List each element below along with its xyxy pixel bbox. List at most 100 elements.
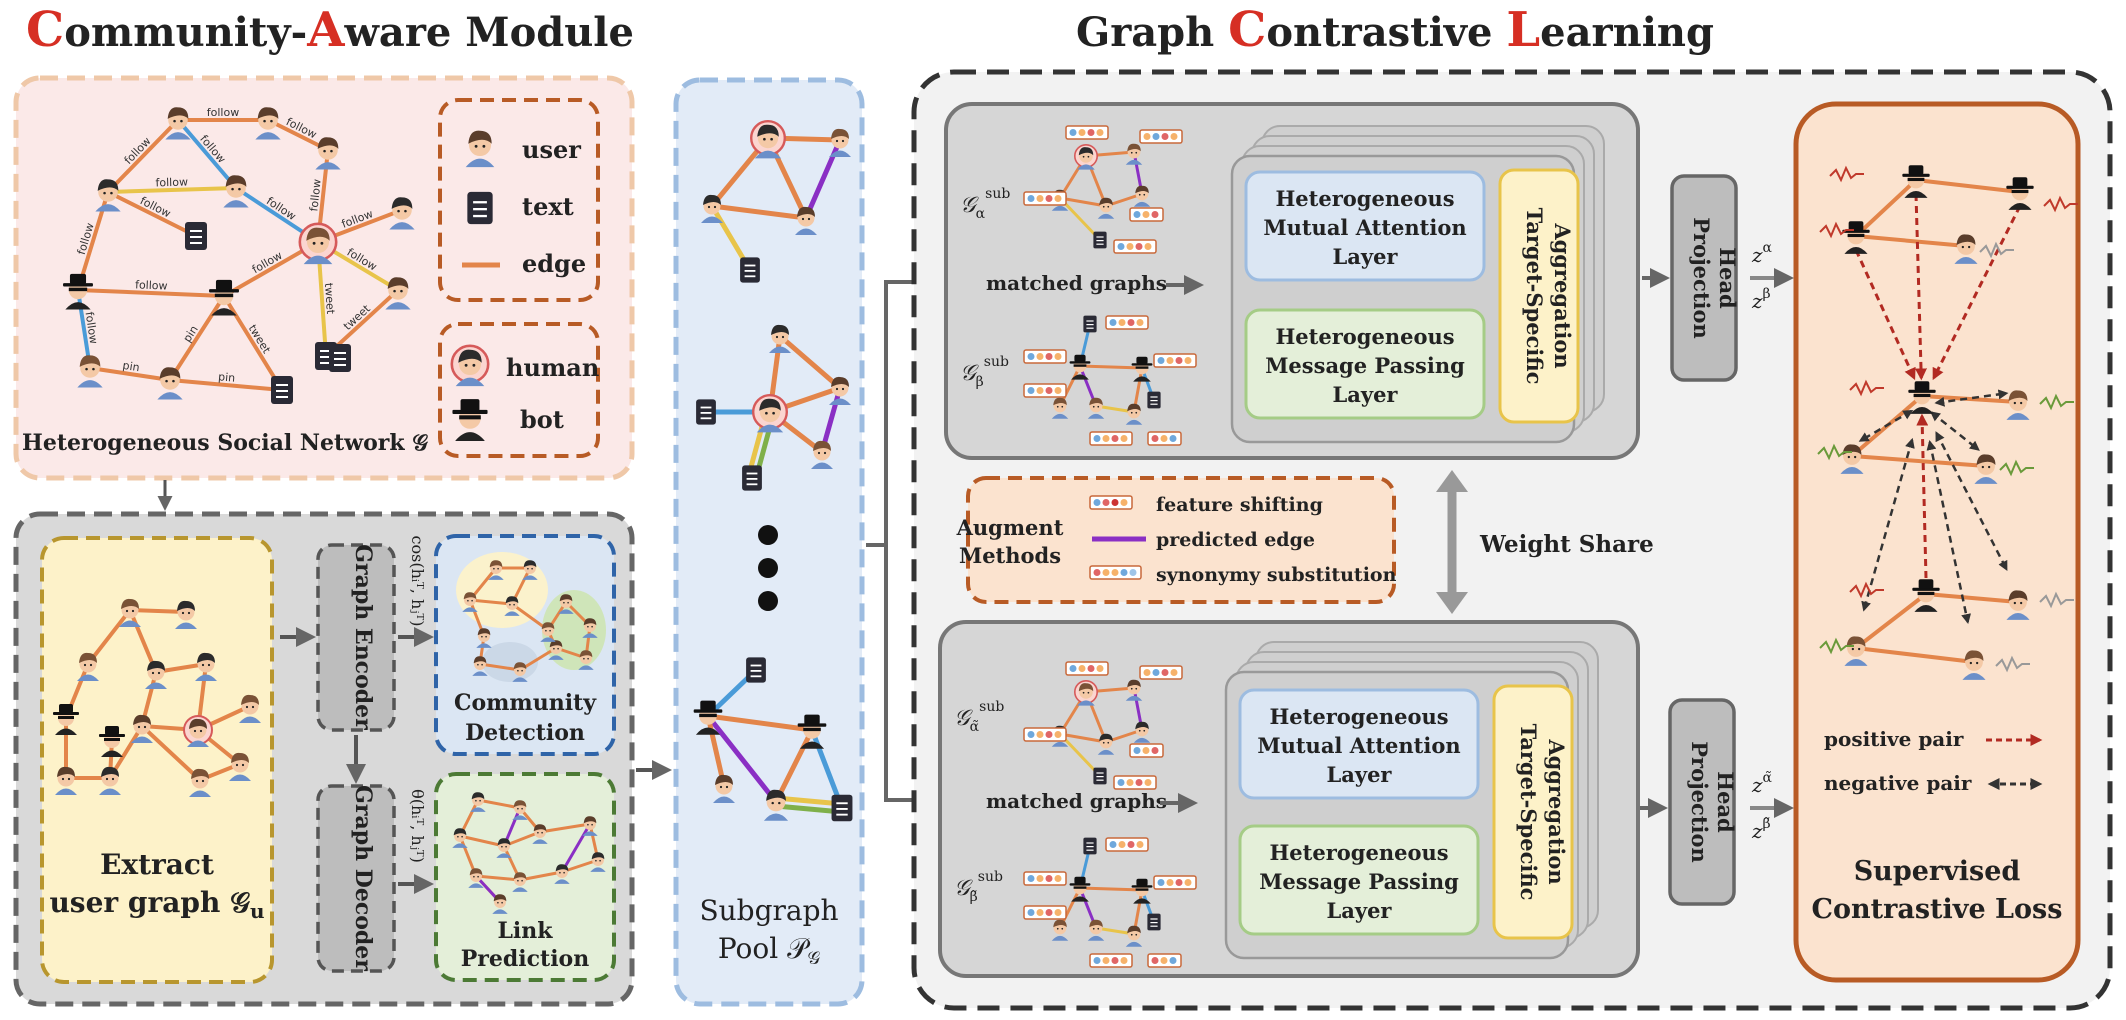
user-icon bbox=[701, 194, 723, 223]
user-icon bbox=[165, 107, 191, 140]
user-icon bbox=[1125, 403, 1143, 425]
noise-mark bbox=[1819, 221, 1854, 239]
bottom-matched-graphs: matched graphs bbox=[986, 789, 1167, 813]
weight-share-label: Weight Share bbox=[1479, 531, 1654, 558]
feature-vector-icon bbox=[1153, 353, 1197, 368]
top-z-beta: zβ bbox=[1751, 286, 1771, 313]
negative-pair-arrow bbox=[1858, 409, 1914, 442]
ellipsis-dot bbox=[758, 525, 778, 545]
user-icon bbox=[1097, 197, 1115, 219]
user-icon bbox=[750, 119, 787, 159]
user-icon bbox=[582, 816, 598, 836]
bot-icon bbox=[63, 273, 93, 310]
top-aggregation-block bbox=[1498, 168, 1580, 424]
user-icon bbox=[488, 560, 504, 580]
graph-edge bbox=[476, 798, 522, 810]
graph-edge bbox=[1058, 732, 1102, 778]
legend-account-types bbox=[438, 322, 600, 458]
graph-contrastive-learning-title: Graph Contrastive Learning bbox=[1076, 2, 1714, 58]
user-icon bbox=[145, 660, 167, 689]
top-message-passing-line2: Message Passing bbox=[1265, 353, 1465, 378]
graph-edge bbox=[168, 294, 226, 382]
bottom-z-beta: zβ̃ bbox=[1751, 816, 1771, 843]
noise-mark bbox=[2039, 591, 2074, 609]
user-icon bbox=[298, 222, 338, 265]
user-icon bbox=[1051, 397, 1069, 419]
user-icon bbox=[95, 179, 121, 212]
graph-edge bbox=[176, 118, 238, 190]
text-doc-icon bbox=[740, 257, 760, 283]
noise-mark bbox=[2039, 393, 2074, 411]
text-doc-icon bbox=[185, 222, 207, 250]
user-icon bbox=[465, 130, 495, 168]
feature-vector-icon bbox=[1105, 315, 1149, 330]
graph-encoder-box bbox=[316, 543, 396, 732]
user-icon bbox=[189, 768, 211, 797]
user-icon bbox=[1844, 636, 1868, 666]
user-icon bbox=[540, 622, 556, 642]
feature-vector-icon bbox=[1089, 431, 1133, 446]
top-mutual-attention-line3: Layer bbox=[1333, 244, 1399, 269]
user-icon bbox=[752, 394, 789, 433]
graph-edge bbox=[1854, 646, 1976, 664]
user-icon bbox=[468, 868, 484, 888]
feature-vector-icon bbox=[1065, 125, 1109, 140]
graph-edge bbox=[1078, 364, 1144, 370]
top-matched-graphs: matched graphs bbox=[986, 271, 1167, 295]
noise-mark bbox=[1995, 655, 2030, 673]
noise-mark bbox=[1999, 459, 2034, 477]
graph-edge bbox=[773, 795, 845, 807]
user-icon bbox=[763, 789, 789, 821]
feature-shifting-icon bbox=[1089, 495, 1133, 510]
text-doc-icon bbox=[1083, 315, 1097, 333]
methods-label: Methods bbox=[959, 543, 1061, 568]
supervised-label: Supervised bbox=[1854, 856, 2021, 887]
feature-vector-icon bbox=[1023, 383, 1067, 398]
text-doc-icon bbox=[1147, 913, 1161, 931]
graph-edge bbox=[106, 118, 180, 194]
graph-edge bbox=[819, 385, 843, 455]
feature-vector-icon bbox=[1023, 349, 1067, 364]
user-icon bbox=[1051, 919, 1069, 941]
user-icon bbox=[1087, 397, 1105, 419]
user-icon bbox=[1097, 733, 1115, 755]
feature-vector-icon bbox=[1023, 727, 1067, 742]
graph-edge bbox=[705, 713, 727, 789]
bot-icon bbox=[1902, 165, 1930, 198]
user-icon bbox=[578, 650, 594, 670]
link-graph bbox=[452, 792, 606, 914]
feature-shifting-icon bbox=[1089, 495, 1133, 510]
text-doc-icon bbox=[1083, 837, 1097, 855]
noise-mark bbox=[1819, 637, 1854, 655]
user-icon bbox=[255, 107, 281, 140]
top-projection-line2: Head bbox=[1715, 247, 1740, 309]
user-icon bbox=[1954, 234, 1978, 264]
legend-edge-label: edge bbox=[522, 249, 586, 278]
noise-mark bbox=[1849, 581, 1884, 599]
negative-pair-label: negative pair bbox=[1824, 771, 1972, 795]
positive-pair-arrow bbox=[1932, 205, 2022, 381]
edge-label: follow bbox=[155, 176, 188, 190]
user-icon bbox=[465, 130, 495, 168]
top-message-passing-line1: Heterogeneous bbox=[1275, 324, 1454, 349]
graph-edge bbox=[474, 874, 522, 882]
top-aggregation-line2: Aggregation bbox=[1550, 222, 1575, 368]
extract-label: Extract bbox=[100, 848, 214, 881]
graph-edge bbox=[106, 186, 238, 194]
bot-icon bbox=[693, 700, 723, 735]
bot-icon bbox=[1912, 579, 1940, 612]
bottom-aggregation-line1: Target-Specific bbox=[1516, 724, 1541, 901]
feature-vector-icon bbox=[1147, 431, 1182, 446]
text-doc-icon bbox=[831, 794, 853, 822]
user-icon bbox=[829, 376, 851, 405]
ellipsis-dot bbox=[758, 591, 778, 611]
graph-edge bbox=[140, 724, 202, 782]
top-beta-graph bbox=[1023, 315, 1197, 446]
edge-label: tweet bbox=[322, 282, 337, 315]
user-icon bbox=[1840, 444, 1864, 474]
user-icon bbox=[522, 560, 538, 580]
noise-mark bbox=[1817, 443, 1852, 461]
user-icon bbox=[496, 838, 512, 858]
edge-label: follow bbox=[135, 278, 168, 292]
